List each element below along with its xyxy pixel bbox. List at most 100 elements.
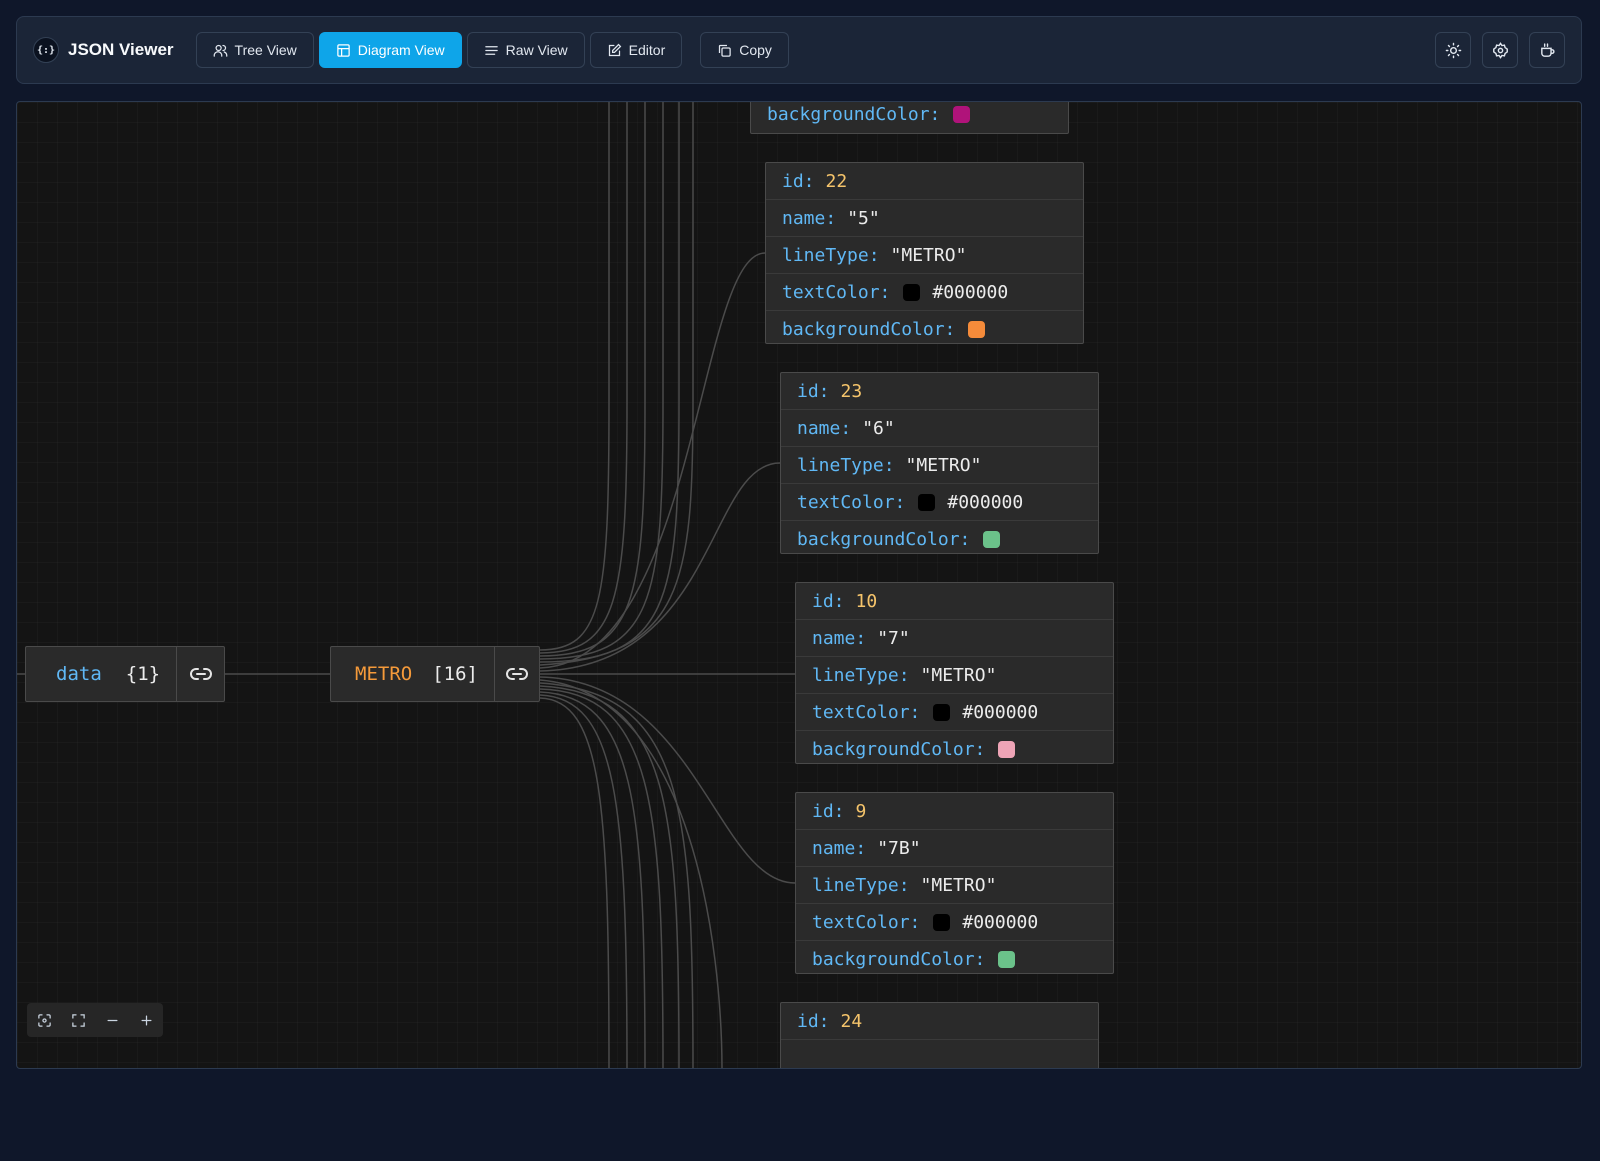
- object-node-id-22[interactable]: id: 22 name:"5" lineType: "METRO" textColo…: [765, 162, 1084, 344]
- zoom-out-icon: [107, 1019, 117, 1021]
- edge-card-24: [539, 679, 723, 1068]
- diagram-canvas[interactable]: backgroundColor: id: 22 name:"5" lineType…: [16, 101, 1582, 1069]
- tab-label: Tree View: [234, 42, 297, 58]
- field-key: backgroundColor:: [782, 318, 956, 340]
- field-key: name:: [797, 417, 852, 439]
- edge-card-9: [539, 676, 796, 884]
- field-key: backgroundColor:: [812, 738, 986, 760]
- field-value-number: 24: [840, 1010, 863, 1032]
- field-row-background-color: backgroundColor:: [766, 311, 1083, 347]
- field-value-number: 23: [840, 380, 863, 402]
- edge-down-2: [539, 685, 680, 1068]
- tab-raw-view[interactable]: Raw View: [466, 32, 585, 68]
- field-key: id:: [812, 590, 845, 612]
- copy-icon: [719, 44, 731, 57]
- object-node-id-10[interactable]: id: 10 name:"7" lineType:"METRO" textColo…: [795, 582, 1114, 764]
- tab-label: Editor: [628, 42, 666, 58]
- color-swatch: [998, 950, 1016, 968]
- field-row-text-color: textColor:#000000: [796, 694, 1113, 731]
- field-row-line-type: lineType: "METRO": [781, 447, 1098, 484]
- field-row-line-type: lineType: "METRO": [766, 237, 1083, 274]
- gear-icon: [1492, 41, 1508, 59]
- edge-up-3: [539, 102, 646, 657]
- edge-down-4: [539, 691, 646, 1068]
- color-swatch: [998, 740, 1016, 758]
- edge-card-22: [539, 252, 766, 669]
- fullscreen-icon: [71, 1013, 85, 1027]
- field-key: lineType:: [782, 244, 880, 266]
- field-key: textColor:: [812, 701, 921, 723]
- fullscreen-button[interactable]: [61, 1003, 95, 1037]
- root-node-label: data {1}: [26, 647, 176, 701]
- node-count: {1}: [125, 663, 161, 685]
- link-button[interactable]: [176, 647, 224, 701]
- zoom-in-button[interactable]: [129, 1003, 163, 1037]
- field-key: name:: [782, 207, 837, 229]
- field-key: name:: [812, 837, 867, 859]
- field-row-name: name:"7B": [796, 830, 1113, 867]
- root-node-data[interactable]: data {1}: [25, 646, 225, 702]
- edge-up-6: [539, 102, 694, 666]
- edge-up-2: [539, 102, 628, 654]
- field-value-color: #000000: [947, 491, 1024, 513]
- array-node-metro[interactable]: METRO [16]: [330, 646, 540, 702]
- field-key: name:: [812, 627, 867, 649]
- field-key: textColor:: [782, 281, 891, 303]
- field-key: lineType:: [797, 454, 895, 476]
- object-node-id-9[interactable]: id:9 name:"7B" lineType:"METRO" textColo…: [795, 792, 1114, 974]
- field-row-line-type: lineType:"METRO": [796, 657, 1113, 694]
- field-value-string: "METRO": [920, 664, 997, 686]
- field-key: lineType:: [812, 874, 910, 896]
- object-node-id-23[interactable]: id:23 name:"6" lineType:"METRO" textColo…: [780, 372, 1099, 554]
- settings-button[interactable]: [1482, 32, 1518, 68]
- focus-button[interactable]: [27, 1003, 61, 1037]
- object-node-partial-top[interactable]: backgroundColor:: [750, 102, 1069, 134]
- field-row-text-color: textColor: #000000: [781, 484, 1098, 521]
- field-row-name: name:"6": [781, 410, 1098, 447]
- zoom-out-button[interactable]: [95, 1003, 129, 1037]
- field-row-id: id:9: [796, 793, 1113, 830]
- field-row-background-color: backgroundColor:: [751, 102, 1068, 133]
- field-value-string: "METRO": [920, 874, 997, 896]
- field-value-string: "METRO": [905, 454, 982, 476]
- theme-toggle-button[interactable]: [1435, 32, 1471, 68]
- field-row-name: [781, 1040, 1098, 1068]
- link-icon: [506, 668, 528, 680]
- field-key: backgroundColor:: [812, 948, 986, 970]
- color-swatch: [903, 283, 921, 301]
- field-row-name: name:"7": [796, 620, 1113, 657]
- color-swatch: [968, 320, 986, 338]
- edge-card-23: [539, 462, 781, 672]
- tab-tree-view[interactable]: Tree View: [195, 32, 314, 68]
- json-logo-icon: {:}: [33, 37, 59, 63]
- field-value-string: "METRO": [890, 244, 967, 266]
- field-key: backgroundColor:: [767, 103, 941, 125]
- focus-icon: [37, 1013, 51, 1027]
- edge-layer: [17, 102, 796, 1068]
- field-value-number: 10: [855, 590, 878, 612]
- field-key: textColor:: [797, 491, 906, 513]
- zoom-in-icon: [141, 1015, 151, 1025]
- field-row-name: name:"5": [766, 200, 1083, 237]
- tab-label: Raw View: [505, 42, 568, 58]
- support-button[interactable]: [1529, 32, 1565, 68]
- field-row-background-color: backgroundColor:: [796, 941, 1113, 977]
- field-key: id:: [797, 1010, 830, 1032]
- layout-icon: [337, 43, 350, 57]
- field-value-number: 22: [825, 170, 848, 192]
- field-key: id:: [782, 170, 815, 192]
- array-node-label: METRO [16]: [331, 647, 494, 701]
- users-icon: [213, 44, 227, 57]
- link-icon: [189, 668, 212, 680]
- tab-editor[interactable]: Editor: [589, 32, 683, 68]
- tab-diagram-view[interactable]: Diagram View: [318, 32, 462, 68]
- object-node-id-24[interactable]: id: 24: [780, 1002, 1099, 1068]
- copy-button[interactable]: Copy: [700, 32, 789, 68]
- link-button[interactable]: [493, 647, 539, 701]
- field-value-number: 9: [855, 800, 867, 822]
- field-key: backgroundColor:: [797, 528, 971, 550]
- node-key: METRO: [355, 663, 413, 685]
- zoom-controls: [27, 1003, 163, 1037]
- edge-down-3: [539, 688, 664, 1068]
